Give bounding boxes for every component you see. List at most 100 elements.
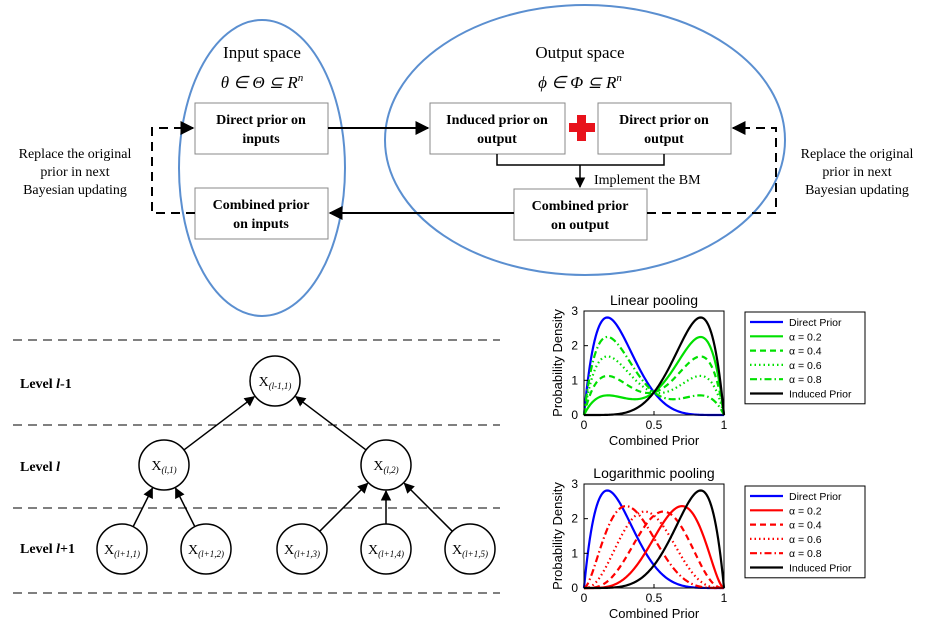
x-tick-label: 0.5 — [646, 418, 663, 432]
legend-label: α = 0.2 — [789, 331, 822, 343]
svg-text:Combined prior: Combined prior — [532, 199, 629, 214]
svg-text:Combined prior: Combined prior — [213, 198, 310, 213]
tree-node: X(l-1,1) — [249, 355, 301, 407]
svg-text:Bayesian updating: Bayesian updating — [805, 183, 909, 198]
level-label-0: Level l-1 — [20, 377, 72, 392]
tree-node-label: X(l,1) — [151, 459, 176, 475]
output-space-formula: ϕ ∈ Φ ⊆ Rn — [538, 72, 622, 92]
tree-node: X(l+1,5) — [444, 523, 496, 575]
y-tick-label: 0 — [571, 581, 578, 595]
input-space-title: Input space — [223, 43, 301, 62]
y-tick-label: 3 — [571, 304, 578, 318]
series-line — [582, 335, 725, 416]
tree-nodes: X(l-1,1) X(l,1) X(l,2) X(l+1,1) X(l+1,2) X(l+… — [96, 355, 496, 575]
y-tick-label: 0 — [571, 408, 578, 422]
tree-node: X(l,2) — [360, 439, 412, 491]
tree-edge — [319, 482, 369, 532]
chart-title: Logarithmic pooling — [593, 465, 714, 481]
legend-label: α = 0.8 — [789, 548, 822, 560]
series-line — [583, 505, 724, 590]
legend-label: Induced Prior — [789, 563, 852, 575]
combined-prior-output-box: Combined prior on output — [513, 188, 648, 241]
feedback-left-dashed — [151, 121, 195, 214]
series-line — [582, 355, 726, 416]
svg-text:Induced prior on: Induced prior on — [446, 113, 548, 128]
tree-node: X(l+1,3) — [276, 523, 328, 575]
series-line — [582, 316, 724, 417]
output-space-title: Output space — [535, 43, 624, 62]
tree-edge — [403, 482, 453, 532]
legend-box — [744, 485, 866, 579]
plot-frame — [583, 310, 725, 416]
tree-node-circle — [96, 523, 148, 575]
y-tick-label: 2 — [571, 339, 578, 353]
svg-text:Replace the original: Replace the original — [19, 147, 132, 162]
feedback-right-dashed — [647, 121, 777, 214]
legend-label: α = 0.6 — [789, 534, 822, 546]
series-line — [584, 316, 726, 417]
x-tick-label: 0.5 — [646, 591, 663, 605]
tree-node-circle — [138, 439, 190, 491]
x-tick-label: 0 — [581, 591, 588, 605]
tree-level-dividers — [13, 339, 500, 594]
x-tick-label: 1 — [721, 591, 728, 605]
y-tick-label: 3 — [571, 477, 578, 491]
tree-node-circle — [360, 439, 412, 491]
input-space-ellipse — [178, 19, 346, 317]
tree-node: X(l+1,1) — [96, 523, 148, 575]
tree-edge — [294, 396, 367, 451]
tree-node-circle — [444, 523, 496, 575]
tree-node-circle — [249, 355, 301, 407]
series-line — [583, 510, 724, 590]
tree-node: X(l+1,4) — [360, 523, 412, 575]
svg-text:prior in next: prior in next — [40, 165, 109, 180]
tree-node-label: X(l,2) — [373, 459, 398, 475]
svg-text:on output: on output — [551, 218, 609, 233]
series-line — [584, 510, 725, 590]
chart-title: Linear pooling — [610, 292, 698, 308]
svg-text:Direct prior on: Direct prior on — [619, 113, 709, 128]
legend-label: α = 0.6 — [789, 360, 822, 372]
svg-text:Direct prior on: Direct prior on — [216, 113, 306, 128]
svg-text:Replace the original: Replace the original — [801, 147, 914, 162]
tree-node-circle — [276, 523, 328, 575]
tree-node: X(l,1) — [138, 439, 190, 491]
tree-node-label: X(l+1,5) — [452, 543, 488, 559]
level-label-1: Level l — [20, 460, 60, 475]
plus-icon — [569, 115, 595, 141]
tree-node-label: X(l-1,1) — [259, 375, 292, 391]
legend-label: Induced Prior — [789, 389, 852, 401]
input-space-formula: θ ∈ Θ ⊆ Rn — [221, 72, 304, 92]
x-tick-label: 1 — [721, 418, 728, 432]
legend-label: Direct Prior — [789, 317, 842, 329]
tree-node: X(l+1,2) — [180, 523, 232, 575]
legend-label: Direct Prior — [789, 491, 842, 503]
x-axis-label: Combined Prior — [609, 433, 700, 448]
legend-box — [744, 311, 866, 405]
tree-edges — [132, 396, 453, 532]
level-label-2: Level l+1 — [20, 542, 75, 557]
tree-edge — [132, 487, 154, 527]
y-axis-label: Probability Density — [550, 309, 565, 417]
y-tick-label: 1 — [571, 546, 578, 560]
y-tick-label: 1 — [571, 373, 578, 387]
output-space-ellipse — [384, 4, 786, 276]
tree-node-label: X(l+1,4) — [368, 543, 404, 559]
tree-node-label: X(l+1,2) — [188, 543, 224, 559]
y-axis-label: Probability Density — [550, 482, 565, 590]
combined-prior-inputs-box: Combined prior on inputs — [194, 187, 329, 240]
legend-label: α = 0.8 — [789, 374, 822, 386]
x-axis-label: Combined Prior — [609, 606, 700, 621]
legend-label: α = 0.2 — [789, 505, 822, 517]
x-tick-label: 0 — [581, 418, 588, 432]
svg-text:prior in next: prior in next — [822, 165, 891, 180]
implement-bm-label: Implement the BM — [594, 173, 701, 188]
tree-node-circle — [180, 523, 232, 575]
direct-prior-inputs-box: Direct prior on inputs — [194, 102, 329, 155]
direct-prior-output-box: Direct prior on output — [597, 102, 732, 155]
legend-label: α = 0.4 — [789, 520, 822, 532]
svg-text:inputs: inputs — [242, 132, 280, 147]
